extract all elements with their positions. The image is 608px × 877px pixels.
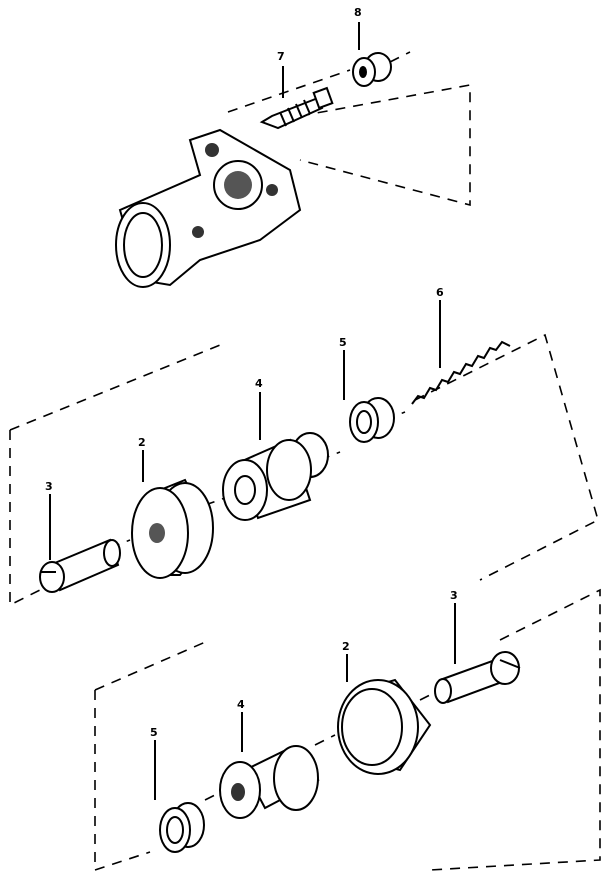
- pushrod-lower-part: [434, 651, 521, 704]
- callout-8: 8: [354, 6, 362, 19]
- callout-4-upper: 4: [255, 377, 263, 390]
- callout-labels: 8 7 6 5 4 2 3 3 2 4 5: [45, 6, 458, 739]
- bleeder-cap-part: [352, 52, 392, 87]
- callout-5-lower: 5: [150, 726, 158, 739]
- callout-5-upper: 5: [339, 336, 347, 349]
- boot-upper-part: [131, 478, 214, 579]
- piston-upper-part: [222, 432, 329, 521]
- cylinder-housing: [115, 128, 302, 288]
- callout-3-lower: 3: [450, 589, 458, 602]
- callout-2-lower: 2: [342, 640, 350, 653]
- piston-lower-part: [219, 745, 320, 819]
- callout-2-upper: 2: [138, 436, 146, 449]
- bleeder-screw-part: [259, 86, 334, 130]
- spring-part: [411, 340, 511, 405]
- pushrod-upper-part: [39, 538, 121, 593]
- assembly-lines: [9, 51, 601, 872]
- cup-lower-part: [159, 802, 205, 853]
- callout-3-upper: 3: [45, 480, 53, 493]
- callout-7: 7: [277, 50, 285, 63]
- cup-upper-part: [349, 397, 395, 443]
- boot-lower-part: [337, 678, 432, 775]
- leader-lines: [49, 22, 456, 800]
- callout-6: 6: [436, 286, 444, 299]
- callout-4-lower: 4: [237, 698, 245, 711]
